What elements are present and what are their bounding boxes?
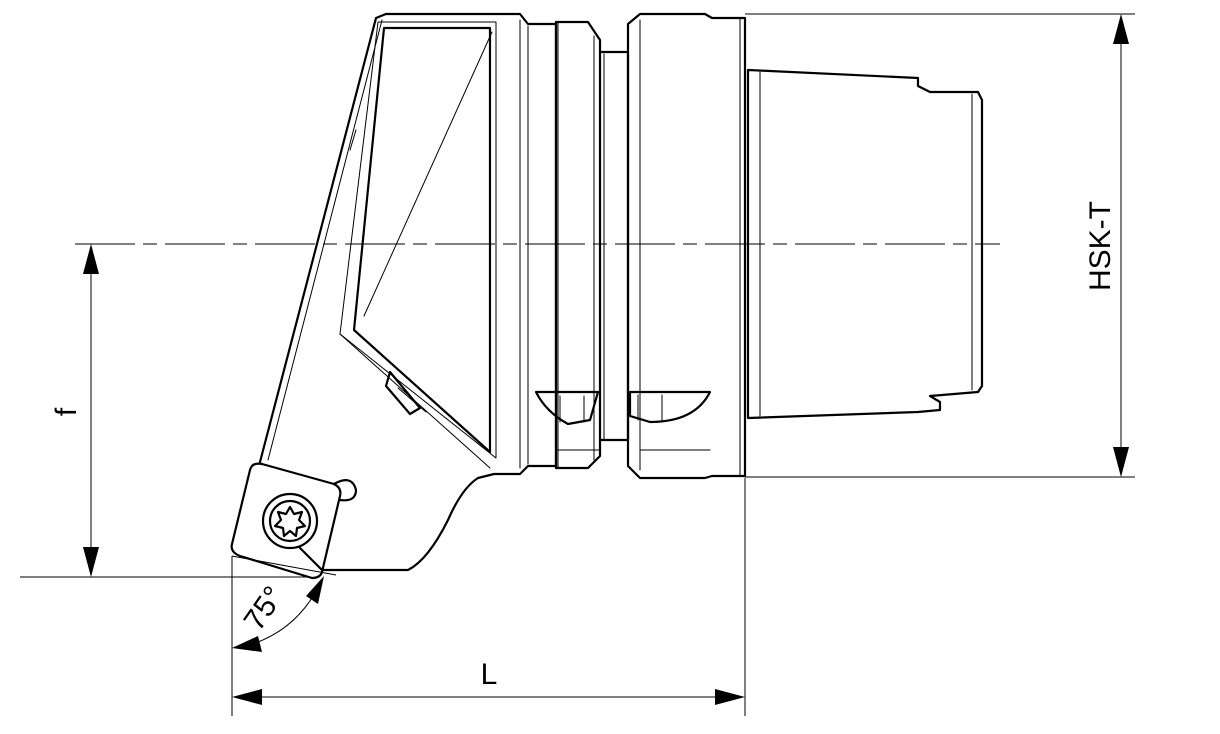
dimension-f: f (20, 244, 310, 578)
cutting-insert (230, 462, 358, 580)
dimension-hsk-t-label: HSK-T (1084, 201, 1117, 291)
torx-screw-icon (261, 492, 319, 550)
groove (598, 50, 630, 442)
collar (534, 20, 602, 470)
clamp-head (258, 12, 558, 572)
flange-body (626, 12, 747, 480)
dimension-l: L (231, 478, 746, 716)
dimension-l-label: L (481, 658, 498, 691)
dimension-hsk-t: HSK-T (745, 13, 1135, 478)
hsk-shank (746, 68, 984, 420)
dimension-f-label: f (50, 407, 83, 416)
